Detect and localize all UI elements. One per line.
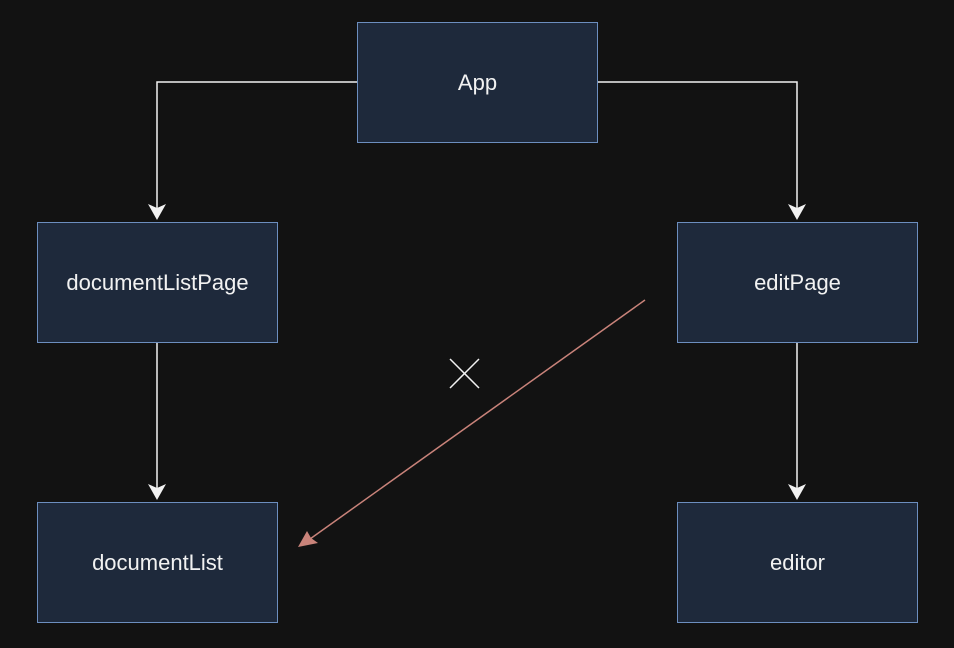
node-document-list[interactable]: documentList: [37, 502, 278, 623]
arrowhead-icon: [788, 204, 806, 220]
edge-editpage-to-documentlist-forbidden: [298, 299, 646, 547]
arrowhead-icon: [148, 204, 166, 220]
edge-app-to-editpage: [597, 81, 806, 220]
arrowhead-icon: [788, 484, 806, 500]
node-label: documentListPage: [66, 269, 249, 295]
node-editor[interactable]: editor: [677, 502, 918, 623]
arrowhead-icon: [298, 531, 318, 547]
edge-editpage-to-editor: [788, 343, 806, 500]
edge-app-to-documentlistpage: [148, 81, 357, 220]
node-label: documentList: [92, 549, 223, 575]
node-label: editor: [769, 549, 826, 575]
edge-documentlistpage-to-documentlist: [148, 343, 166, 500]
node-label: App: [457, 69, 498, 95]
cross-icon: [449, 358, 480, 389]
node-document-list-page[interactable]: documentListPage: [37, 222, 278, 343]
node-label: editPage: [754, 269, 841, 295]
node-app[interactable]: App: [357, 22, 598, 143]
arrowhead-icon: [148, 484, 166, 500]
node-edit-page[interactable]: editPage: [677, 222, 918, 343]
